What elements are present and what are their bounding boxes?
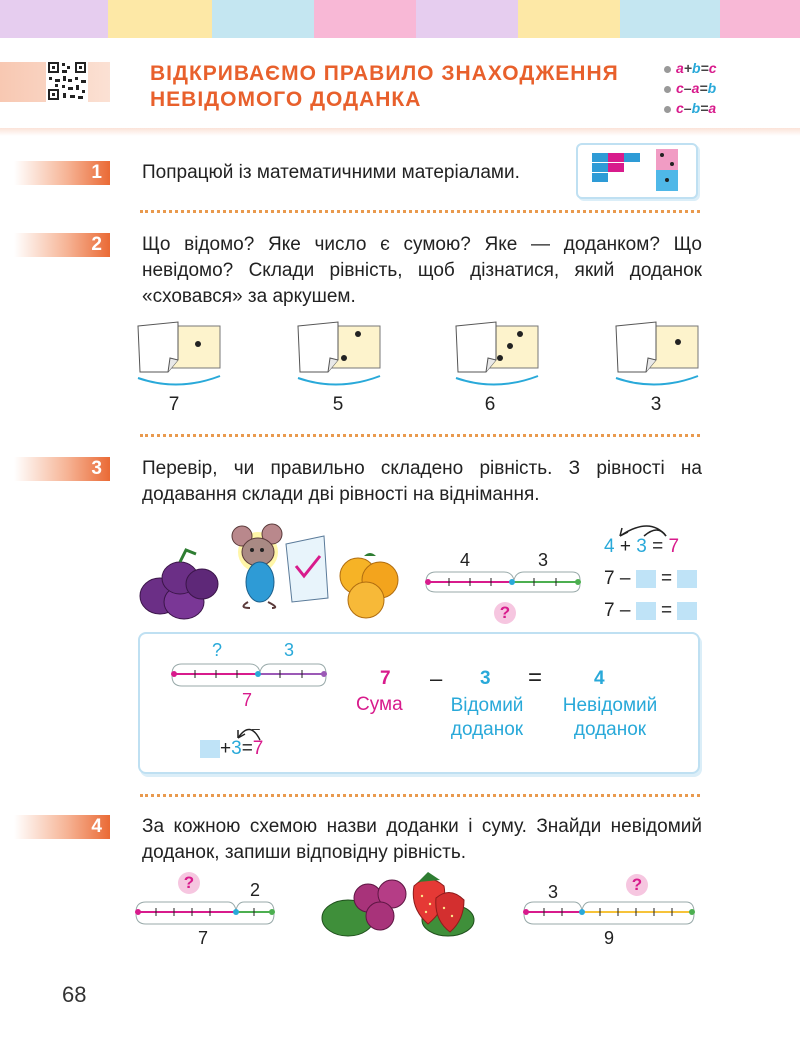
berries-image [318, 868, 478, 949]
segment-sum-label: 7 [242, 690, 253, 710]
segment-label: 3 [284, 640, 295, 660]
task-number-4: 4 [14, 815, 110, 839]
qr-code-icon[interactable] [46, 60, 88, 102]
mouse-with-checklist-image [228, 522, 338, 617]
task-2-text: Що відомо? Яке число є сумою? Яке — дода… [142, 234, 702, 307]
answer-box[interactable] [677, 569, 698, 588]
subtraction-equation-blank[interactable]: 7 – = [604, 568, 698, 590]
sum-label: 6 [484, 394, 496, 415]
subtraction-equation-blank[interactable]: 7 – = [604, 600, 698, 622]
domino-card [134, 320, 224, 395]
unknown-question-badge: ? [626, 874, 648, 896]
domino-card [612, 320, 702, 395]
rule-minus: – [430, 666, 443, 691]
rule-unknown-number: 4 [594, 668, 605, 689]
task-1-text: Попрацюй із математичними матеріалами. [142, 162, 520, 183]
domino-card [294, 320, 384, 395]
stripe [416, 0, 518, 38]
known-addend-label: 3 [548, 882, 559, 902]
rule-sum-number: 7 [380, 668, 391, 689]
header-bottom-line [0, 128, 800, 136]
stripe [620, 0, 720, 38]
answer-box[interactable] [677, 601, 698, 620]
rule-box: ? 3 7 – +3=7 7 – 3 = 4 Сума Відомий дода… [138, 632, 700, 774]
label-sum: Сума [356, 694, 403, 715]
plums-image [136, 548, 222, 625]
sum-label: 7 [198, 928, 209, 948]
stripe [0, 0, 108, 38]
stripe [720, 0, 800, 38]
task-number-3: 3 [14, 457, 110, 481]
separator [140, 434, 700, 437]
addition-equation: 4 + 3 = 7 [604, 536, 680, 557]
math-materials-icon[interactable] [576, 143, 698, 199]
answer-box[interactable] [635, 569, 656, 588]
separator [140, 210, 700, 213]
segment-label: ? [212, 640, 223, 660]
answer-box[interactable] [635, 601, 656, 620]
stripe [108, 0, 212, 38]
stripe [212, 0, 314, 38]
arc-sign: – [252, 720, 260, 736]
sum-label: 5 [332, 394, 344, 415]
stripe [518, 0, 620, 38]
page-title-line-1: ВІДКРИВАЄМО ПРАВИЛО ЗНАХОДЖЕННЯ [150, 62, 619, 85]
task-number-1: 1 [14, 161, 110, 185]
rule-known-number: 3 [480, 668, 491, 689]
sum-label: 9 [604, 928, 615, 948]
segment-label: 3 [538, 550, 549, 570]
separator [140, 794, 700, 797]
peaches-image [336, 548, 406, 625]
page-number: 68 [62, 982, 87, 1007]
label-unknown-addend: Невідомий доданок [562, 695, 658, 740]
sum-label: 3 [650, 394, 662, 415]
rule-equals: = [528, 664, 543, 691]
formula-row: c–b=a [664, 100, 716, 116]
sum-label: 7 [168, 394, 180, 415]
unknown-question-badge: ? [178, 872, 200, 894]
label-known-addend: Відомий доданок [450, 695, 524, 740]
page-title-line-2: НЕВІДОМОГО ДОДАНКА [150, 88, 422, 111]
task-4-text: За кожною схемою назви доданки і суму. З… [142, 816, 702, 863]
stripe [314, 0, 416, 38]
segment-label: 4 [460, 550, 471, 570]
inverse-equation: +3=7 [200, 738, 263, 760]
domino-card [452, 320, 542, 395]
unknown-question-badge: ? [494, 602, 516, 624]
formula-row: c–a=b [664, 80, 716, 96]
answer-box[interactable] [200, 739, 220, 758]
task-number-2: 2 [14, 233, 110, 257]
task-3-text: Перевір, чи правильно складено рівність.… [142, 458, 702, 505]
formula-row: a+b=c [664, 60, 717, 76]
known-addend-label: 2 [250, 880, 261, 900]
